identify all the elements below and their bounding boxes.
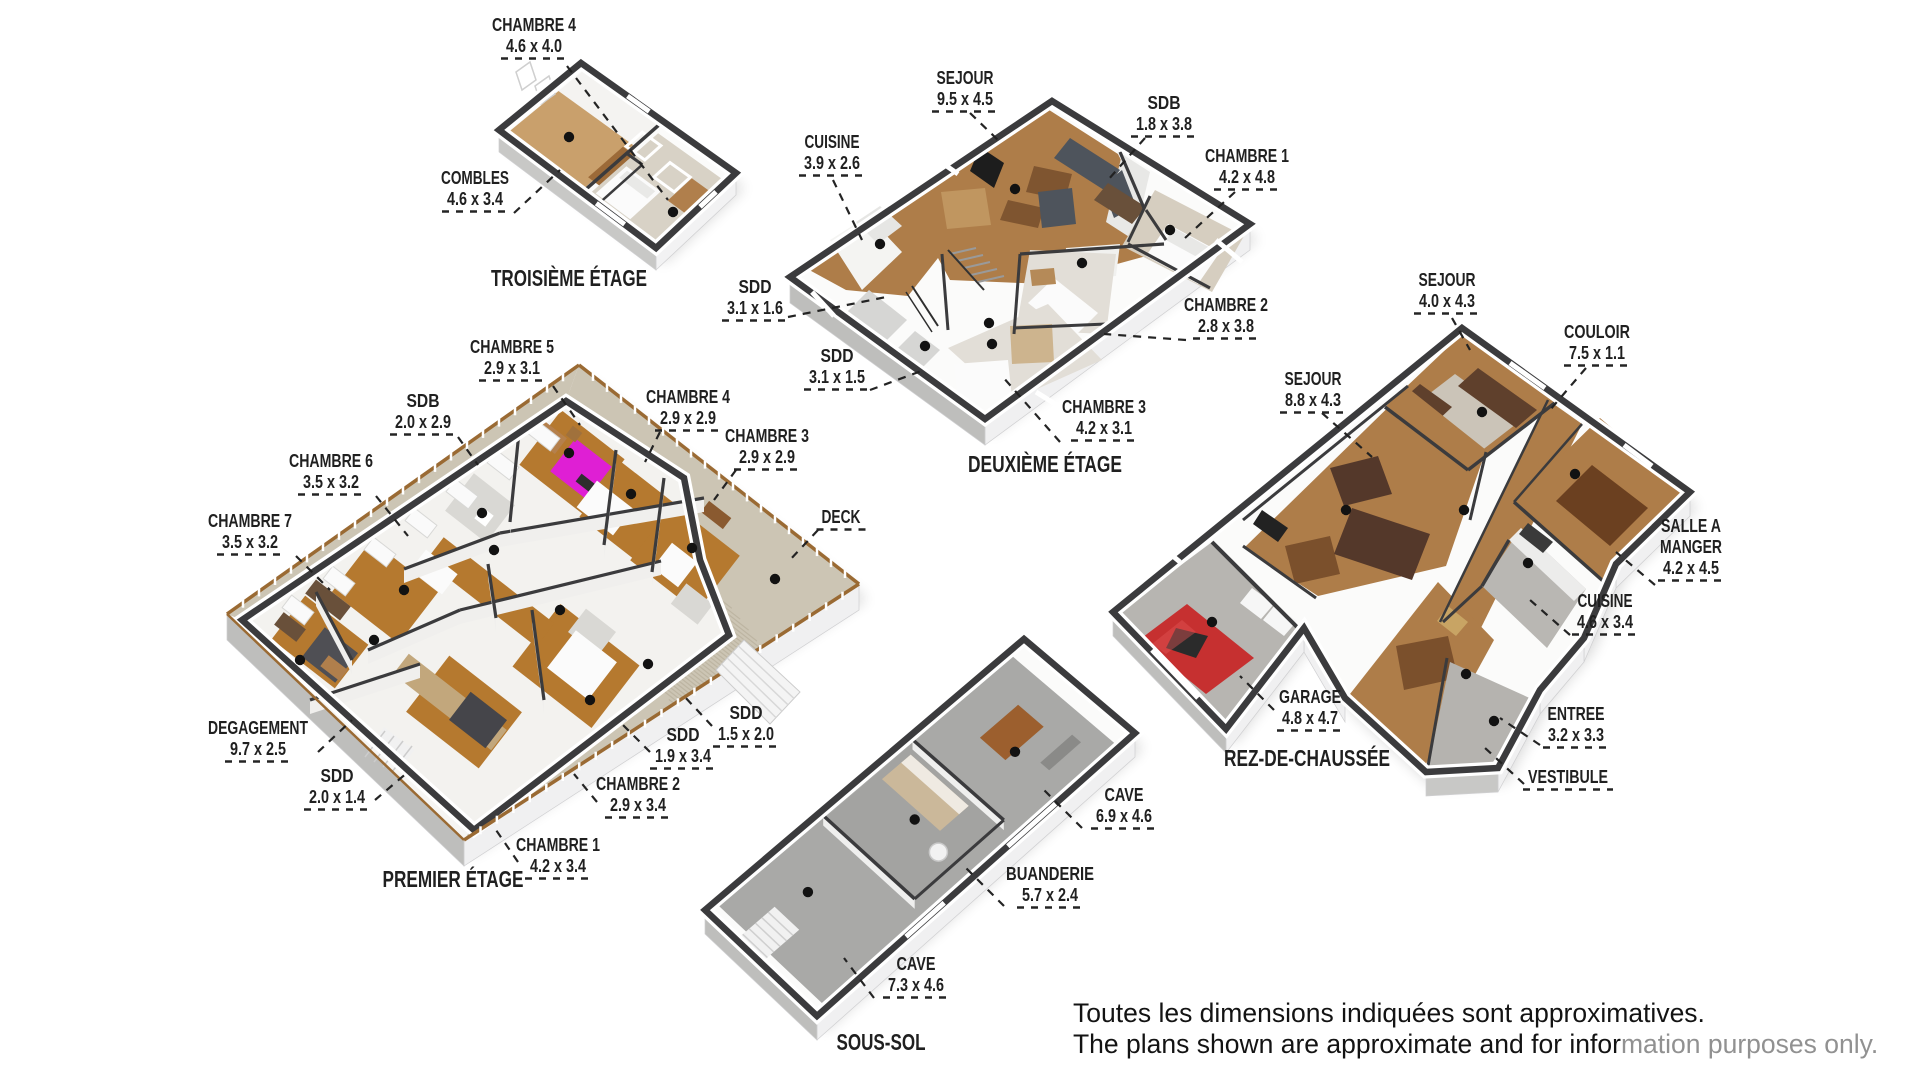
svg-text:9.5 x 4.5: 9.5 x 4.5 (937, 89, 993, 109)
svg-text:CHAMBRE 1: CHAMBRE 1 (1205, 146, 1289, 166)
svg-text:9.7 x 2.5: 9.7 x 2.5 (230, 739, 286, 759)
svg-text:4.8 x 4.7: 4.8 x 4.7 (1282, 708, 1338, 728)
svg-text:3.1 x 1.6: 3.1 x 1.6 (727, 298, 783, 318)
svg-text:DECK: DECK (822, 507, 861, 527)
svg-text:COMBLES: COMBLES (441, 168, 509, 188)
svg-text:2.9 x 2.9: 2.9 x 2.9 (739, 447, 795, 467)
svg-text:4.2 x 3.1: 4.2 x 3.1 (1076, 418, 1132, 438)
svg-text:3.2 x 3.3: 3.2 x 3.3 (1548, 725, 1604, 745)
svg-text:CHAMBRE 3: CHAMBRE 3 (725, 426, 809, 446)
svg-text:1.8 x 3.8: 1.8 x 3.8 (1136, 114, 1192, 134)
svg-text:REZ-DE-CHAUSSÉE: REZ-DE-CHAUSSÉE (1224, 744, 1390, 771)
svg-text:SDD: SDD (821, 346, 854, 366)
svg-text:SEJOUR: SEJOUR (937, 68, 994, 88)
svg-text:CHAMBRE 1: CHAMBRE 1 (516, 835, 600, 855)
svg-text:SOUS-SOL: SOUS-SOL (837, 1029, 926, 1055)
svg-text:4.6 x 4.0: 4.6 x 4.0 (506, 36, 562, 56)
svg-text:CHAMBRE 4: CHAMBRE 4 (646, 387, 730, 407)
svg-text:SDD: SDD (730, 703, 763, 723)
svg-text:CAVE: CAVE (897, 954, 936, 974)
svg-text:2.0 x 2.9: 2.0 x 2.9 (395, 412, 451, 432)
svg-text:CHAMBRE 7: CHAMBRE 7 (208, 511, 292, 531)
svg-text:SDD: SDD (667, 725, 700, 745)
svg-text:4.2 x 4.5: 4.2 x 4.5 (1663, 558, 1719, 578)
svg-text:CAVE: CAVE (1105, 785, 1144, 805)
svg-text:SDB: SDB (407, 391, 440, 411)
svg-text:CHAMBRE 5: CHAMBRE 5 (470, 337, 554, 357)
svg-text:4.6 x 3.4: 4.6 x 3.4 (1577, 612, 1633, 632)
svg-text:SALLE A: SALLE A (1661, 516, 1721, 536)
svg-text:The plans shown are approximat: The plans shown are approximate and for … (1073, 1029, 1878, 1059)
svg-text:MANGER: MANGER (1660, 537, 1722, 557)
svg-text:4.2 x 4.8: 4.2 x 4.8 (1219, 167, 1275, 187)
svg-text:DEGAGEMENT: DEGAGEMENT (208, 718, 308, 738)
svg-text:PREMIER ÉTAGE: PREMIER ÉTAGE (383, 865, 524, 892)
svg-text:3.1 x 1.5: 3.1 x 1.5 (809, 367, 865, 387)
svg-text:CHAMBRE 2: CHAMBRE 2 (1184, 295, 1268, 315)
svg-text:5.7 x 2.4: 5.7 x 2.4 (1022, 885, 1078, 905)
svg-text:4.0 x 4.3: 4.0 x 4.3 (1419, 291, 1475, 311)
svg-text:3.5 x 3.2: 3.5 x 3.2 (303, 472, 359, 492)
svg-text:SEJOUR: SEJOUR (1285, 369, 1342, 389)
svg-text:SDD: SDD (739, 277, 772, 297)
svg-text:3.9 x 2.6: 3.9 x 2.6 (804, 153, 860, 173)
svg-text:GARAGE: GARAGE (1279, 687, 1341, 707)
svg-text:2.9 x 3.1: 2.9 x 3.1 (484, 358, 540, 378)
svg-text:SDB: SDB (1148, 93, 1181, 113)
svg-text:CHAMBRE 4: CHAMBRE 4 (492, 15, 576, 35)
svg-text:6.9 x 4.6: 6.9 x 4.6 (1096, 806, 1152, 826)
svg-text:CUISINE: CUISINE (805, 132, 860, 152)
svg-text:SDD: SDD (321, 766, 354, 786)
svg-text:1.5 x 2.0: 1.5 x 2.0 (718, 724, 774, 744)
svg-text:TROISIÈME ÉTAGE: TROISIÈME ÉTAGE (491, 264, 647, 291)
svg-text:2.9 x 2.9: 2.9 x 2.9 (660, 408, 716, 428)
svg-text:7.5 x 1.1: 7.5 x 1.1 (1569, 343, 1625, 363)
svg-text:BUANDERIE: BUANDERIE (1006, 864, 1094, 884)
svg-text:2.9 x 3.4: 2.9 x 3.4 (610, 795, 666, 815)
svg-text:CHAMBRE 2: CHAMBRE 2 (596, 774, 680, 794)
svg-text:VESTIBULE: VESTIBULE (1528, 767, 1608, 787)
svg-text:CHAMBRE 6: CHAMBRE 6 (289, 451, 373, 471)
svg-text:CUISINE: CUISINE (1578, 591, 1633, 611)
svg-text:3.5 x 3.2: 3.5 x 3.2 (222, 532, 278, 552)
svg-text:COULOIR: COULOIR (1564, 322, 1630, 342)
svg-text:8.8 x 4.3: 8.8 x 4.3 (1285, 390, 1341, 410)
svg-text:DEUXIÈME ÉTAGE: DEUXIÈME ÉTAGE (968, 450, 1122, 477)
svg-text:ENTREE: ENTREE (1548, 704, 1605, 724)
svg-text:CHAMBRE 3: CHAMBRE 3 (1062, 397, 1146, 417)
svg-text:Toutes les dimensions indiquée: Toutes les dimensions indiquées sont app… (1073, 998, 1705, 1028)
svg-text:1.9 x 3.4: 1.9 x 3.4 (655, 746, 711, 766)
svg-text:2.8 x 3.8: 2.8 x 3.8 (1198, 316, 1254, 336)
svg-text:SEJOUR: SEJOUR (1419, 270, 1476, 290)
svg-text:4.2 x 3.4: 4.2 x 3.4 (530, 856, 586, 876)
svg-text:7.3 x 4.6: 7.3 x 4.6 (888, 975, 944, 995)
svg-text:2.0 x 1.4: 2.0 x 1.4 (309, 787, 365, 807)
svg-text:4.6 x 3.4: 4.6 x 3.4 (447, 189, 503, 209)
